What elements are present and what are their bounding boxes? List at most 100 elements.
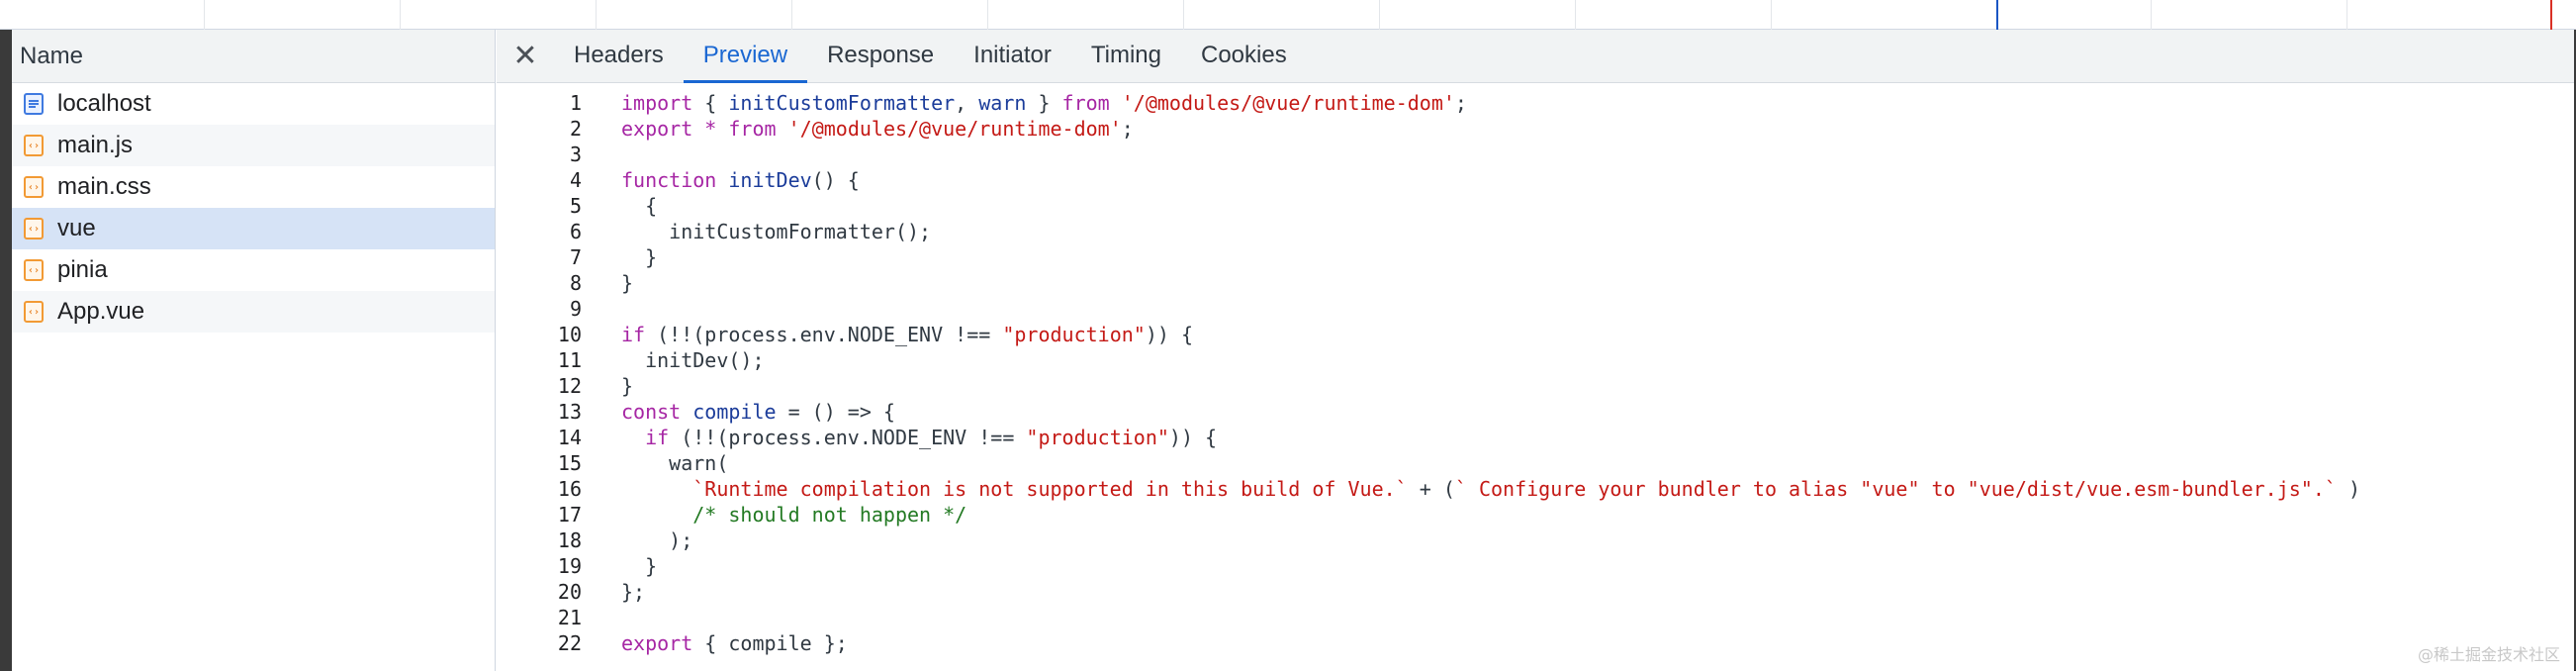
request-row-app-vue[interactable]: ‹›App.vue xyxy=(12,291,495,333)
code-line: 5 { xyxy=(497,193,2574,219)
code-line: 7 } xyxy=(497,244,2574,270)
code-token: `Runtime compilation is not supported in… xyxy=(692,477,1408,501)
line-number: 8 xyxy=(569,271,582,295)
request-name: vue xyxy=(57,215,96,241)
line-number: 12 xyxy=(557,374,582,398)
request-row-main-js[interactable]: ‹›main.js xyxy=(12,125,495,166)
code-token xyxy=(1110,91,1122,115)
code-line: 14 if (!!(process.env.NODE_ENV !== "prod… xyxy=(497,425,2574,450)
code-text: } xyxy=(621,270,633,296)
tab-cookies[interactable]: Cookies xyxy=(1200,42,1287,68)
code-token: export xyxy=(621,631,693,655)
detail-tabbar: ✕ Headers Preview Response Initiator Timing C… xyxy=(497,30,2574,83)
code-token: { xyxy=(621,194,658,218)
code-token xyxy=(692,117,704,141)
code-text: /* should not happen */ xyxy=(621,502,966,527)
code-token: { xyxy=(692,91,729,115)
tab-timing[interactable]: Timing xyxy=(1090,42,1161,68)
code-line: 1 import { initCustomFormatter, warn } fr… xyxy=(497,90,2574,116)
code-token: } xyxy=(1026,91,1062,115)
preview-source-code[interactable]: 1 import { initCustomFormatter, warn } fr… xyxy=(497,84,2574,671)
code-token: } xyxy=(621,245,658,269)
code-token xyxy=(621,477,692,501)
line-number: 5 xyxy=(569,194,582,218)
timeline-gridline xyxy=(1379,0,1380,30)
line-number: 22 xyxy=(557,631,582,655)
tab-initiator[interactable]: Initiator xyxy=(973,42,1052,68)
code-text: if (!!(process.env.NODE_ENV !== "product… xyxy=(621,322,1193,347)
code-token xyxy=(621,426,645,449)
request-name: localhost xyxy=(57,90,151,117)
request-name: main.css xyxy=(57,173,151,200)
code-token xyxy=(681,400,692,424)
code-token: , xyxy=(955,91,979,115)
script-file-icon: ‹› xyxy=(24,218,44,240)
code-line: 15 warn( xyxy=(497,450,2574,476)
code-line: 17 /* should not happen */ xyxy=(497,502,2574,527)
code-token: compile xyxy=(692,400,777,424)
code-token xyxy=(777,117,788,141)
code-line: 18 ); xyxy=(497,527,2574,553)
code-text: } xyxy=(621,373,633,399)
code-token: from xyxy=(1061,91,1110,115)
dom-content-loaded-marker xyxy=(1996,0,1998,30)
code-text: if (!!(process.env.NODE_ENV !== "product… xyxy=(621,425,1217,450)
tab-headers[interactable]: Headers xyxy=(574,42,664,68)
code-text: }; xyxy=(621,579,645,605)
request-row-localhost[interactable]: localhost xyxy=(12,83,495,125)
load-event-marker xyxy=(2550,0,2552,30)
code-token: )) { xyxy=(1168,426,1218,449)
code-token: if xyxy=(645,426,670,449)
code-token: } xyxy=(621,374,634,398)
timeline-gridline xyxy=(1575,0,1576,30)
code-token: const xyxy=(621,400,682,424)
watermark: @稀土掘金技术社区 xyxy=(2417,645,2560,664)
code-token xyxy=(716,168,728,192)
code-text: initCustomFormatter(); xyxy=(621,219,931,244)
close-icon[interactable]: ✕ xyxy=(512,39,538,72)
code-line: 16 `Runtime compilation is not supported… xyxy=(497,476,2574,502)
script-file-icon: ‹› xyxy=(24,259,44,281)
timeline-gridline xyxy=(204,0,205,30)
code-token: from xyxy=(728,117,777,141)
line-number: 14 xyxy=(557,426,582,449)
timeline-gridline xyxy=(791,0,792,30)
line-number: 6 xyxy=(569,220,582,243)
code-token: '/@modules/@vue/runtime-dom' xyxy=(1121,91,1455,115)
request-row-pinia[interactable]: ‹›pinia xyxy=(12,249,495,291)
code-token: = () => { xyxy=(776,400,895,424)
line-number: 13 xyxy=(557,400,582,424)
request-detail-pane: ✕ Headers Preview Response Initiator Timing C… xyxy=(497,30,2574,671)
code-token: warn( xyxy=(621,451,729,475)
request-row-main-css[interactable]: ‹›main.css xyxy=(12,166,495,208)
request-name: main.js xyxy=(57,132,134,158)
code-line: 8} xyxy=(497,270,2574,296)
code-token: ); xyxy=(621,528,693,552)
code-text: `Runtime compilation is not supported in… xyxy=(621,476,2360,502)
code-token: } xyxy=(621,554,658,578)
line-number: 10 xyxy=(557,323,582,346)
code-text: } xyxy=(621,553,657,579)
timeline-gridline xyxy=(2346,0,2347,30)
timeline-gridline xyxy=(596,0,597,30)
tab-response[interactable]: Response xyxy=(827,42,935,68)
line-number: 7 xyxy=(569,245,582,269)
code-line: 11 initDev(); xyxy=(497,347,2574,373)
code-text: ); xyxy=(621,527,692,553)
code-line: 12} xyxy=(497,373,2574,399)
line-number: 20 xyxy=(557,580,582,604)
line-number: 1 xyxy=(569,91,582,115)
request-row-vue[interactable]: ‹› vue xyxy=(12,208,495,249)
line-number: 4 xyxy=(569,168,582,192)
name-column-header[interactable]: Name xyxy=(12,30,495,83)
tab-preview[interactable]: Preview xyxy=(683,29,808,83)
code-text: import { initCustomFormatter, warn } fro… xyxy=(621,90,1467,116)
request-name: App.vue xyxy=(57,298,145,325)
devtools-network-panel: Name localhost‹›main.js‹›main.css‹›vue‹›… xyxy=(12,30,2574,671)
code-token: initDev xyxy=(728,168,812,192)
code-token: (!!(process.env.NODE_ENV !== xyxy=(669,426,1027,449)
code-token: /* should not happen */ xyxy=(692,503,967,527)
